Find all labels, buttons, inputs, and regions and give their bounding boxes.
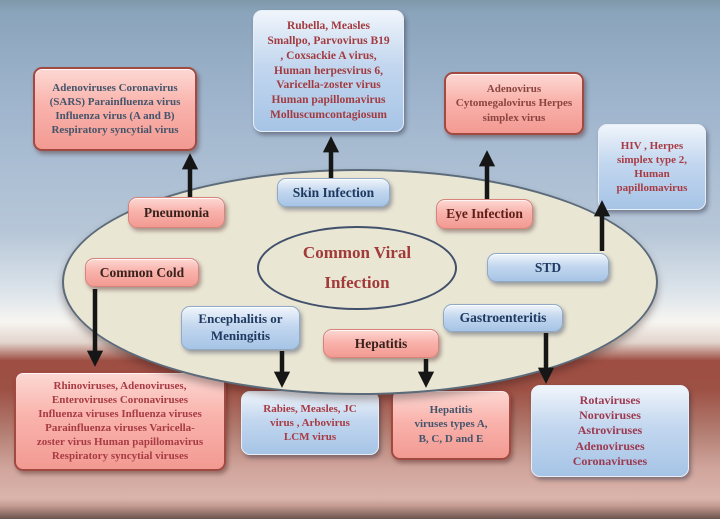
hepatitis-viruses-box: Hepatitis viruses types A, B, C, D and E xyxy=(391,389,511,460)
category-pneumonia: Pneumonia xyxy=(128,197,225,228)
center-title-ellipse: Common Viral Infection xyxy=(257,226,457,310)
encephalitis-viruses-box: Rabies, Measles, JC virus , Arbovirus LC… xyxy=(241,391,379,455)
category-skin-infection: Skin Infection xyxy=(277,178,390,207)
std-viruses-box: HIV , Herpes simplex type 2, Human papil… xyxy=(598,124,706,210)
gastroenteritis-viruses-box: Rotaviruses Noroviruses Astroviruses Ade… xyxy=(531,385,689,477)
diagram-title: Common Viral Infection xyxy=(302,243,412,292)
pneumonia-viruses-box: Adenoviruses Coronavirus (SARS) Parainfl… xyxy=(33,67,197,151)
common-cold-viruses-box: Rhinoviruses, Adenoviruses, Enteroviruse… xyxy=(14,371,226,471)
category-eye-infection: Eye Infection xyxy=(436,199,533,229)
eye-infection-viruses-box: Adenovirus Cytomegalovirus Herpes simple… xyxy=(444,72,584,135)
category-hepatitis: Hepatitis xyxy=(323,329,439,358)
category-gastroenteritis: Gastroenteritis xyxy=(443,304,563,332)
category-std: STD xyxy=(487,253,609,282)
category-encephalitis-meningitis: Encephalitis or Meningitis xyxy=(181,306,300,350)
skin-infection-viruses-box: Rubella, Measles Smallpo, Parvovirus B19… xyxy=(253,10,404,132)
category-common-cold: Common Cold xyxy=(85,258,199,287)
